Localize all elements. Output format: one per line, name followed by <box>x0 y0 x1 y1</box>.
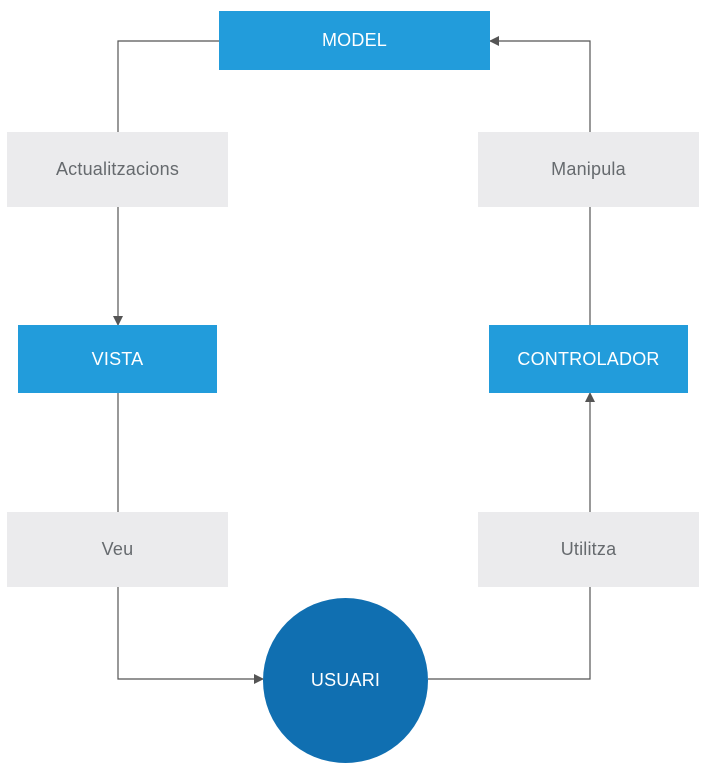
actualitzacions-label-box: Actualitzacions <box>7 132 228 207</box>
connector-usuari-to-controlador <box>428 392 595 680</box>
controlador-node: CONTROLADOR <box>489 325 688 393</box>
vista-node-label: VISTA <box>91 348 144 369</box>
connector-model-to-vista <box>113 40 219 326</box>
usuari-node: USUARI <box>263 598 428 763</box>
veu-label-box: Veu <box>7 512 228 587</box>
connector-vista-to-usuari <box>117 393 264 684</box>
vista-node: VISTA <box>18 325 217 393</box>
actualitzacions-label: Actualitzacions <box>55 159 180 179</box>
usuari-node-label: USUARI <box>310 670 381 690</box>
manipula-label-box: Manipula <box>478 132 699 207</box>
model-node: MODEL <box>219 11 490 70</box>
connector-controlador-to-model <box>489 36 591 325</box>
veu-label: Veu <box>101 539 134 559</box>
manipula-label: Manipula <box>551 159 626 179</box>
utilitza-label-box: Utilitza <box>478 512 699 587</box>
model-node-label: MODEL <box>321 30 387 50</box>
controlador-node-label: CONTROLADOR <box>517 348 660 369</box>
utilitza-label: Utilitza <box>560 539 617 559</box>
